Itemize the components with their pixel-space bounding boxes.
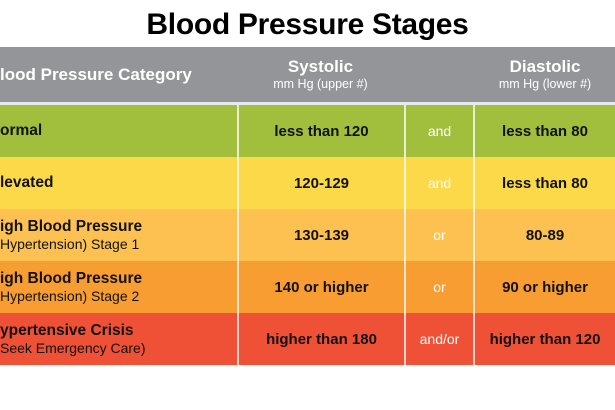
row-connector-cell: and [404,157,475,209]
row-systolic-value: higher than 180 [266,330,377,348]
row-category-cell: ormal [0,105,237,157]
header-diastolic-label: Diastolic [509,57,581,76]
row-connector-cell: or [404,261,475,313]
row-connector-value: and [427,175,452,191]
row-diastolic-value: higher than 120 [489,330,601,348]
row-systolic-value: 140 or higher [274,278,369,296]
table-row: levated 120-129 and less than 80 [0,157,615,209]
row-systolic-cell: 120-129 [237,157,404,209]
blood-pressure-table: lood Pressure Category Systolic mm Hg (u… [0,47,615,365]
header-cell-connector [404,47,475,102]
table-row: igh Blood Pressure Hypertension) Stage 1… [0,209,615,261]
row-category-sub: Hypertension) Stage 1 [0,235,140,252]
row-systolic-value: less than 120 [274,122,369,140]
table-row: ormal less than 120 and less than 80 [0,105,615,157]
row-connector-value: or [433,227,446,243]
row-category-sub: Seek Emergency Care) [0,339,146,356]
row-diastolic-value: less than 80 [502,174,588,192]
row-connector-cell: and/or [404,313,475,365]
header-category-label: lood Pressure Category [0,64,192,84]
header-cell-diastolic: Diastolic mm Hg (lower #) [475,47,615,102]
row-connector-cell: or [404,209,475,261]
row-category-main: igh Blood Pressure [0,269,143,287]
row-systolic-value: 130-139 [293,226,350,244]
row-category-main: ormal [0,122,43,139]
row-diastolic-cell: less than 80 [475,157,615,209]
row-systolic-value: 120-129 [293,174,350,192]
row-diastolic-cell: 90 or higher [475,261,615,313]
row-systolic-cell: less than 120 [237,105,404,157]
row-diastolic-value: less than 80 [502,122,588,140]
row-systolic-cell: 130-139 [237,209,404,261]
row-category-sub: Hypertension) Stage 2 [0,287,140,304]
header-systolic-label: Systolic [287,57,354,76]
table-row: ypertensive Crisis Seek Emergency Care) … [0,313,615,365]
row-systolic-cell: higher than 180 [237,313,404,365]
header-systolic-units: mm Hg (upper #) [273,77,368,91]
row-category-cell: igh Blood Pressure Hypertension) Stage 1 [0,209,237,261]
page-title: Blood Pressure Stages [146,8,469,41]
row-connector-cell: and [404,105,475,157]
row-connector-value: and/or [419,331,460,347]
row-category-cell: igh Blood Pressure Hypertension) Stage 2 [0,261,237,313]
row-category-main: ypertensive Crisis [0,321,134,339]
row-diastolic-value: 90 or higher [502,278,588,296]
row-category-cell: ypertensive Crisis Seek Emergency Care) [0,313,237,365]
row-diastolic-value: 80-89 [525,226,565,244]
row-diastolic-cell: 80-89 [475,209,615,261]
row-category-cell: levated [0,157,237,209]
header-cell-category: lood Pressure Category [0,47,237,102]
row-connector-value: or [433,279,446,295]
table-row: igh Blood Pressure Hypertension) Stage 2… [0,261,615,313]
row-category-main: igh Blood Pressure [0,217,143,235]
row-diastolic-cell: higher than 120 [475,313,615,365]
row-systolic-cell: 140 or higher [237,261,404,313]
row-connector-value: and [427,123,452,139]
table-header-row: lood Pressure Category Systolic mm Hg (u… [0,47,615,105]
row-diastolic-cell: less than 80 [475,105,615,157]
header-diastolic-units: mm Hg (lower #) [498,77,592,91]
header-cell-systolic: Systolic mm Hg (upper #) [237,47,404,102]
row-category-main: levated [0,174,54,191]
